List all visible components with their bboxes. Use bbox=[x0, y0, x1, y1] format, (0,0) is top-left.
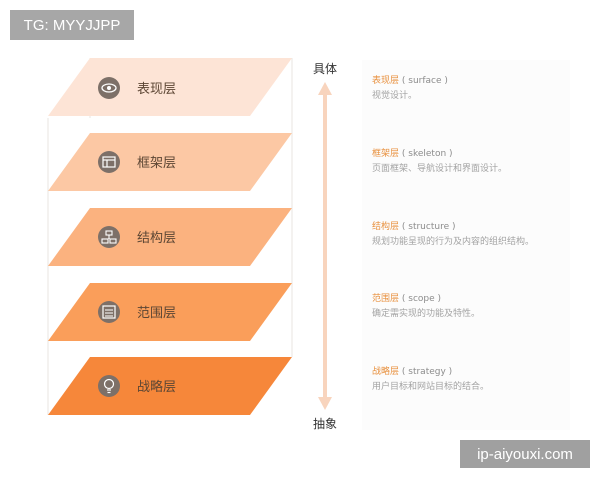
layer-strategy bbox=[48, 357, 292, 415]
description-name: 战略层 bbox=[372, 367, 400, 377]
layer-surface bbox=[48, 58, 292, 116]
description-en: ( strategy ) bbox=[401, 367, 453, 377]
watermark-tag-bottom: ip-aiyouxi.com bbox=[460, 440, 590, 468]
watermark-tag-top: TG: MYYJJPP bbox=[10, 10, 134, 40]
description-name: 框架层 bbox=[372, 149, 400, 159]
description-skeleton: 框架层 ( skeleton ) 页面框架、导航设计和界面设计。 bbox=[372, 147, 572, 177]
layer-scope bbox=[48, 283, 292, 341]
description-name: 范围层 bbox=[372, 294, 400, 304]
axis-label-abstract: 抽象 bbox=[313, 417, 337, 431]
layer-label-strategy: 战略层 bbox=[137, 379, 176, 395]
description-scope: 范围层 ( scope ) 确定需实现的功能及特性。 bbox=[372, 292, 572, 322]
structure-icon bbox=[98, 226, 120, 248]
description-structure: 结构层 ( structure ) 规划功能呈现的行为及内容的组织结构。 bbox=[372, 220, 572, 250]
description-panel bbox=[362, 60, 570, 430]
description-text: 视觉设计。 bbox=[372, 91, 418, 101]
description-text: 页面框架、导航设计和界面设计。 bbox=[372, 164, 508, 174]
axis-label-concrete: 具体 bbox=[313, 62, 337, 76]
eye-icon bbox=[98, 77, 120, 99]
double-arrow bbox=[318, 82, 332, 410]
description-en: ( structure ) bbox=[401, 222, 456, 232]
layer-label-scope: 范围层 bbox=[137, 306, 176, 321]
description-name: 表现层 bbox=[372, 76, 400, 86]
layer-label-skeleton: 框架层 bbox=[137, 156, 176, 171]
layer-label-structure: 结构层 bbox=[137, 231, 176, 246]
layer-skeleton bbox=[48, 133, 292, 191]
description-text: 用户目标和网站目标的结合。 bbox=[372, 382, 490, 392]
list-icon bbox=[98, 301, 120, 323]
description-text: 确定需实现的功能及特性。 bbox=[372, 309, 481, 319]
description-surface: 表现层 ( surface ) 视觉设计。 bbox=[372, 74, 572, 104]
layout-icon bbox=[98, 151, 120, 173]
description-en: ( skeleton ) bbox=[401, 149, 453, 159]
description-en: ( scope ) bbox=[401, 294, 442, 304]
description-name: 结构层 bbox=[372, 222, 400, 232]
lightbulb-icon bbox=[98, 375, 120, 397]
description-strategy: 战略层 ( strategy ) 用户目标和网站目标的结合。 bbox=[372, 365, 572, 395]
description-text: 规划功能呈现的行为及内容的组织结构。 bbox=[372, 237, 535, 247]
description-en: ( surface ) bbox=[401, 76, 448, 86]
layer-structure bbox=[48, 208, 292, 266]
layer-label-surface: 表现层 bbox=[137, 82, 176, 97]
